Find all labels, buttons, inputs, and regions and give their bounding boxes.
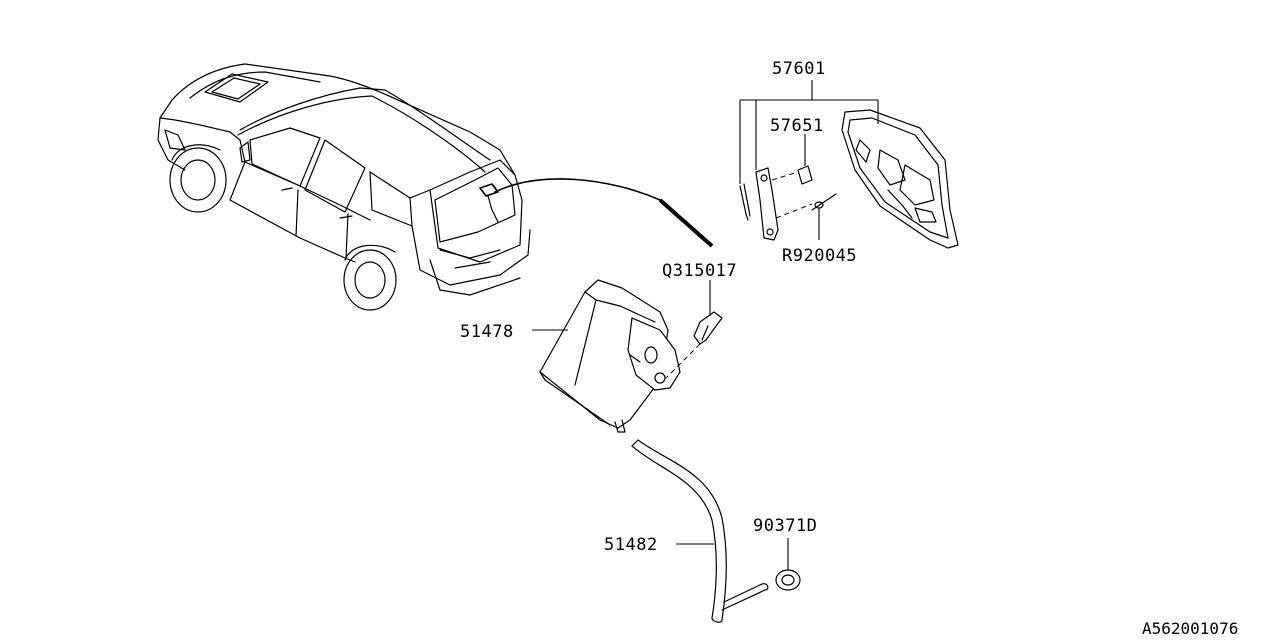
part-label-R920045[interactable]: R920045 (782, 246, 857, 266)
hose-51482 (631, 439, 769, 623)
part-label-Q315017[interactable]: Q315017 (662, 261, 737, 281)
part-label-51482[interactable]: 51482 (604, 535, 658, 555)
canister-51478 (532, 279, 723, 433)
fuel-lid-assembly (739, 80, 959, 249)
diagram-reference-code: A562001076 (1142, 619, 1238, 638)
grommet-90371D (775, 538, 801, 591)
vehicle-illustration (157, 63, 531, 311)
routing-arc (494, 178, 661, 201)
routing-hose (658, 198, 714, 248)
part-label-57601[interactable]: 57601 (772, 59, 826, 79)
part-label-90371D[interactable]: 90371D (753, 516, 817, 536)
part-label-57651[interactable]: 57651 (770, 116, 824, 136)
part-label-51478[interactable]: 51478 (460, 322, 514, 342)
